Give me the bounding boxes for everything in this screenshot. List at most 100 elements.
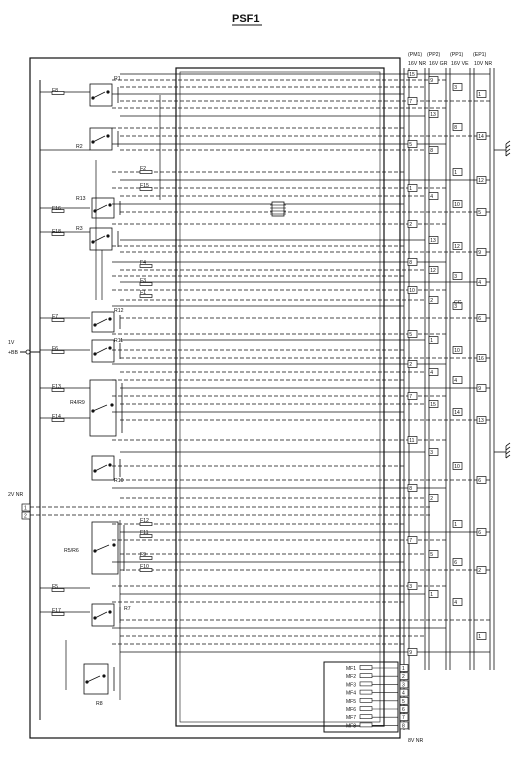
pin-box-label: 6 xyxy=(478,478,481,484)
relay-r10: R10 xyxy=(114,478,124,484)
pin-box: 10 xyxy=(452,462,463,470)
relay-contact xyxy=(93,549,97,553)
fuse-icon xyxy=(139,534,153,538)
fuse-icon xyxy=(139,264,153,268)
pin-box-label: 5 xyxy=(409,332,412,338)
pin-box: 2 xyxy=(428,494,439,502)
pin-box: 1 xyxy=(428,590,439,598)
relay-r13: R13 xyxy=(76,196,86,202)
pin-box: 2 xyxy=(428,296,439,304)
pin-box-label: 2 xyxy=(478,568,481,574)
pin-2vnr-2 xyxy=(21,511,31,520)
relay-contact xyxy=(93,352,97,356)
pin-box-rect xyxy=(476,476,487,484)
fuse-group xyxy=(51,91,153,616)
fuse-f15: F15 xyxy=(140,183,149,189)
relay-contact xyxy=(91,240,95,244)
mf-label: MF7 xyxy=(346,715,356,721)
pin-box-rect xyxy=(476,132,487,140)
pin-box-label: 14 xyxy=(454,410,460,416)
relay-contact xyxy=(91,140,95,144)
bb-terminal xyxy=(25,349,31,355)
label-bb: +BB xyxy=(8,350,18,356)
central-box-inner xyxy=(179,71,381,723)
outer-frame xyxy=(29,57,401,739)
pin-box: 3 xyxy=(407,582,418,590)
mf-pin-label: 7 xyxy=(402,715,405,721)
conn-8vnr: 8V NR xyxy=(408,738,424,744)
pin-box-rect xyxy=(476,384,487,392)
pin-box: 7 xyxy=(407,97,418,105)
pin-box-rect xyxy=(407,258,418,266)
relay-contact xyxy=(108,317,112,321)
pin-box-rect xyxy=(476,566,487,574)
relay-contact xyxy=(106,90,110,94)
pin-box: 8 xyxy=(407,484,418,492)
pin-box-rect xyxy=(407,97,418,105)
mf-pin-box xyxy=(399,672,409,681)
conn-ep1: (EP1) xyxy=(473,52,487,58)
fuse-f6: F6 xyxy=(52,346,58,352)
pin-box-label: 4 xyxy=(430,370,433,376)
pin-box-label: 8 xyxy=(409,260,412,266)
fuse-icon xyxy=(139,282,153,286)
pin-box: 5 xyxy=(476,208,487,216)
fuse-f7: F7 xyxy=(52,314,58,320)
relay-switch-icon xyxy=(94,347,108,355)
pin-box-label: 2 xyxy=(430,496,433,502)
pin-box-rect xyxy=(428,494,439,502)
fuse-icon xyxy=(139,170,153,174)
pin-box: 3 xyxy=(452,83,463,91)
relay-contact xyxy=(85,680,89,684)
fuse-f2: F2 xyxy=(140,166,146,172)
pin-box-label: 5 xyxy=(409,142,412,148)
mf-pin-label: 2 xyxy=(402,674,405,680)
fuse-f18: F18 xyxy=(52,229,61,235)
pin-box-label: 13 xyxy=(430,238,436,244)
pin-box-rect xyxy=(407,648,418,656)
fuse-icon xyxy=(51,588,65,592)
pin-box-rect xyxy=(476,208,487,216)
relay-switch-icon xyxy=(92,235,106,243)
pin-box: 13 xyxy=(476,416,487,424)
pin-box-label: 10 xyxy=(454,464,460,470)
relay-switch-icon xyxy=(94,318,108,326)
pin-box-rect xyxy=(407,220,418,228)
fuse-icon xyxy=(51,232,65,236)
mf-pin-box xyxy=(399,688,409,697)
pin-box-rect xyxy=(428,448,439,456)
pin-box-label: 15 xyxy=(430,402,436,408)
mf-label: MF3 xyxy=(346,682,356,688)
mf-fuse-icon xyxy=(359,673,373,679)
pin-box-label: 16 xyxy=(478,356,484,362)
pin-box: 15 xyxy=(407,70,418,78)
relay-switch-icon xyxy=(94,544,110,552)
pin-box: 3 xyxy=(452,272,463,280)
mf-fuse-icon xyxy=(359,722,373,728)
pin-box-rect xyxy=(428,400,439,408)
pin-box-label: 4 xyxy=(454,378,457,384)
pin-box: 4 xyxy=(476,278,487,286)
relay-r2: R2 xyxy=(76,144,83,150)
pin-box: 1 xyxy=(407,184,418,192)
pin-box-rect xyxy=(452,346,463,354)
mf-pin-box xyxy=(399,664,409,672)
pin-box-rect xyxy=(476,90,487,98)
pin-box-rect xyxy=(476,354,487,362)
pin-box: 16 xyxy=(476,354,487,362)
relay-contact xyxy=(112,543,116,547)
pin-box: 13 xyxy=(428,110,439,118)
relay-contact xyxy=(93,323,97,327)
relay-switch-icon xyxy=(94,204,108,212)
mf-label: MF1 xyxy=(346,666,356,672)
pin-box: 8 xyxy=(452,123,463,131)
pin-box: 12 xyxy=(476,176,487,184)
diagram-title: PSF1 xyxy=(232,13,260,25)
pin-box-rect xyxy=(428,146,439,154)
connector-bus-lines xyxy=(403,68,495,730)
pin-box-label: 5 xyxy=(478,210,481,216)
pin-box-rect xyxy=(452,376,463,384)
pin-box-rect xyxy=(452,242,463,250)
pin-box-rect xyxy=(428,336,439,344)
